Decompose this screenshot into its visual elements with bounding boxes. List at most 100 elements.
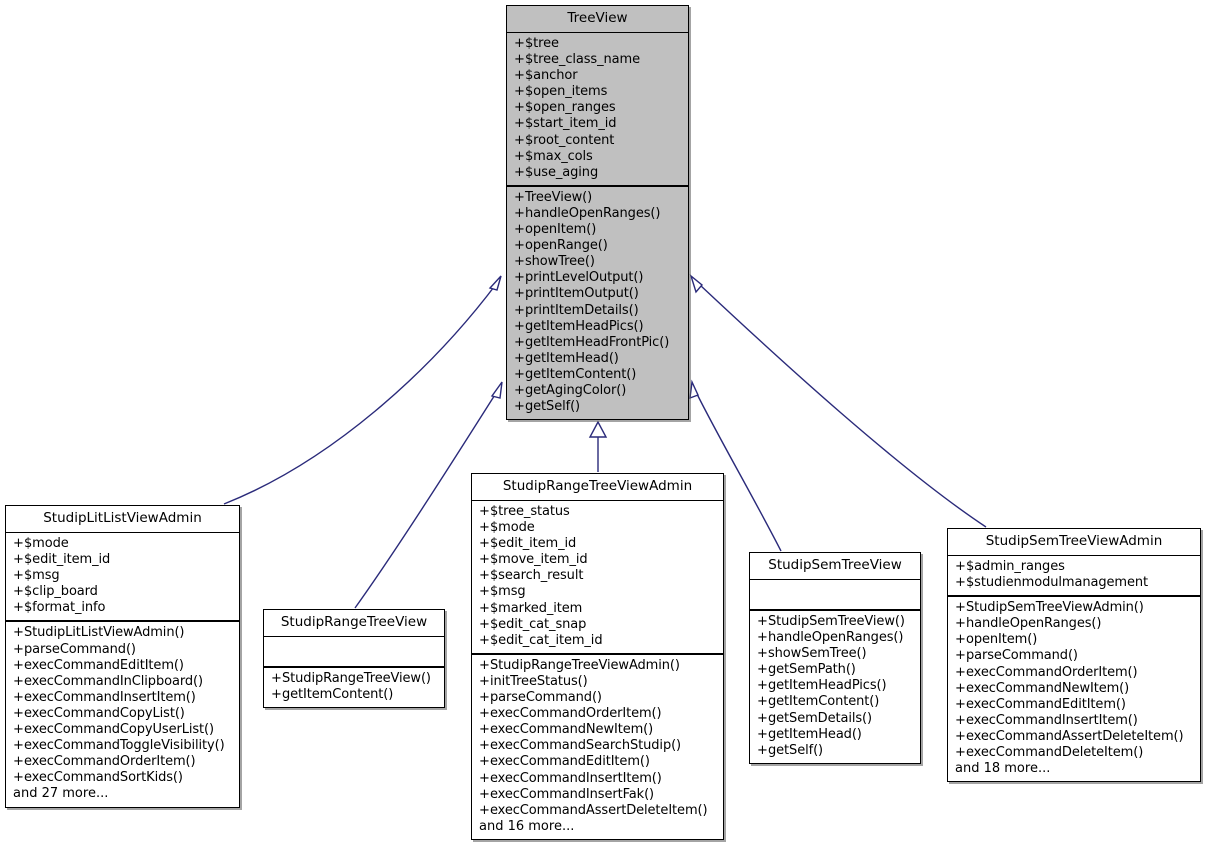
visibility-marker: + [514, 189, 525, 205]
class-title: StudipSemTreeViewAdmin [985, 533, 1163, 549]
visibility-marker: + [479, 770, 490, 786]
method-row: +printItemDetails() [514, 303, 684, 319]
method-row: +StudipRangeTreeViewAdmin() [479, 658, 719, 674]
class-title: StudipSemTreeView [768, 557, 902, 573]
visibility-marker: + [479, 536, 490, 552]
method-row: +initTreeStatus() [479, 674, 719, 690]
attribute-row: +$format_info [13, 600, 235, 616]
visibility-marker: + [955, 728, 966, 744]
visibility-marker: + [514, 205, 525, 221]
visibility-marker: + [271, 687, 282, 703]
more-members-label: and 16 more... [479, 818, 575, 834]
visibility-marker: + [13, 705, 24, 721]
class-box-studiplitlistviewadmin[interactable]: StudipLitListViewAdmin +$mode +$edit_ite… [5, 505, 240, 808]
visibility-marker: + [514, 84, 525, 100]
class-box-studiprangetreeview[interactable]: StudipRangeTreeView +StudipRangeTreeView… [263, 609, 445, 709]
method-row: +execCommandEditItem() [479, 754, 719, 770]
visibility-marker: + [757, 662, 768, 678]
visibility-marker: + [757, 614, 768, 629]
method-row: +handleOpenRanges() [514, 206, 684, 222]
visibility-marker: + [479, 690, 490, 706]
attribute-row: +$move_item_id [479, 552, 719, 568]
attribute-label: $edit_cat_item_id [490, 632, 603, 648]
visibility-marker: + [514, 382, 525, 398]
visibility-marker: + [514, 238, 525, 254]
method-row: +execCommandEditItem() [955, 697, 1196, 713]
method-label: execCommandEditItem() [966, 696, 1126, 712]
method-row: +execCommandSortKids() [13, 770, 235, 786]
attribute-row: +$open_items [514, 84, 684, 100]
class-box-treeview[interactable]: TreeView +$tree +$tree_class_name +$anch… [506, 5, 689, 421]
attribute-label: $start_item_id [525, 116, 617, 132]
attribute-label: $tree [525, 36, 559, 51]
visibility-marker: + [514, 132, 525, 148]
method-row: +StudipSemTreeView() [757, 614, 916, 630]
method-row: +execCommandNewItem() [479, 722, 719, 738]
attribute-label: $format_info [24, 600, 106, 616]
visibility-marker: + [955, 575, 966, 591]
method-label: getItemHeadPics() [768, 678, 887, 694]
method-label: execCommandInClipboard() [24, 673, 203, 689]
visibility-marker: + [955, 559, 966, 574]
compartment-divider [264, 636, 444, 637]
visibility-marker: + [757, 742, 768, 758]
method-row: +execCommandInsertItem() [13, 690, 235, 706]
method-label: printItemDetails() [525, 302, 639, 318]
method-row: +getItemHead() [757, 727, 916, 743]
attribute-row: +$root_content [514, 133, 684, 149]
visibility-marker: + [13, 689, 24, 705]
attribute-label: $marked_item [490, 600, 583, 616]
class-box-studiprangetreeviewadmin[interactable]: StudipRangeTreeViewAdmin + $tree_status +… [471, 473, 724, 840]
method-label: execCommandSortKids() [24, 770, 183, 786]
method-label: initTreeStatus() [490, 673, 588, 689]
method-row: +execCommandOrderItem() [955, 665, 1196, 681]
method-label: getItemContent() [525, 366, 637, 382]
visibility-marker: + [514, 36, 525, 51]
visibility-marker: + [514, 148, 525, 164]
visibility-marker: + [514, 68, 525, 84]
attribute-label: $tree_class_name [525, 52, 640, 68]
method-label: execCommandNewItem() [966, 680, 1130, 696]
method-label: parseCommand() [490, 690, 602, 706]
attribute-row: +$studienmodulmanagement [955, 575, 1196, 591]
attribute-row: +$clip_board [13, 584, 235, 600]
method-label: execCommandInsertFak() [490, 786, 655, 802]
visibility-marker: + [955, 664, 966, 680]
method-label: execCommandOrderItem() [24, 754, 196, 770]
method-row: +getSemPath() [757, 662, 916, 678]
class-title: StudipRangeTreeViewAdmin [502, 478, 693, 494]
method-label: parseCommand() [24, 641, 136, 657]
attribute-row: +$tree [514, 36, 684, 52]
visibility-marker: + [757, 726, 768, 742]
method-row: +getSelf() [757, 743, 916, 759]
method-row: +getItemHeadFrontPic() [514, 335, 684, 351]
visibility-marker: + [955, 712, 966, 728]
attribute-row: +$anchor [514, 68, 684, 84]
visibility-marker: + [13, 738, 24, 754]
method-row: +showSemTree() [757, 646, 916, 662]
edge-studipsemtreeviewadmin-to-treeview [689, 273, 987, 528]
attributes-compartment: +$tree +$tree_class_name +$anchor +$open… [507, 33, 688, 185]
more-members-label: and 27 more... [13, 786, 109, 802]
attribute-label: $move_item_id [490, 552, 588, 568]
attribute-row: +$search_result [479, 568, 719, 584]
compartment-divider [472, 652, 723, 655]
method-row: +printLevelOutput() [514, 270, 684, 286]
class-title: StudipRangeTreeView [280, 614, 428, 630]
method-row: +parseCommand() [479, 690, 719, 706]
attribute-row: +$marked_item [479, 601, 719, 617]
attribute-label: $use_aging [525, 164, 599, 180]
method-row: +execCommandCopyUserList() [13, 722, 235, 738]
method-label: execCommandToggleVisibility() [24, 738, 225, 754]
attribute-label: $tree_status [490, 504, 570, 519]
method-row: +getSemDetails() [757, 711, 916, 727]
visibility-marker: + [514, 100, 525, 116]
visibility-marker: + [479, 657, 490, 673]
visibility-marker: + [479, 722, 490, 738]
visibility-marker: + [13, 600, 24, 616]
method-row: +execCommandSearchStudip() [479, 738, 719, 754]
method-row: +execCommandInsertFak() [479, 787, 719, 803]
class-box-studipsemtreeviewadmin[interactable]: StudipSemTreeViewAdmin +$admin_ranges +$… [947, 528, 1201, 783]
method-row: +execCommandInsertItem() [955, 713, 1196, 729]
class-box-studipsemtreeview[interactable]: StudipSemTreeView +StudipSemTreeView() +… [749, 552, 921, 764]
